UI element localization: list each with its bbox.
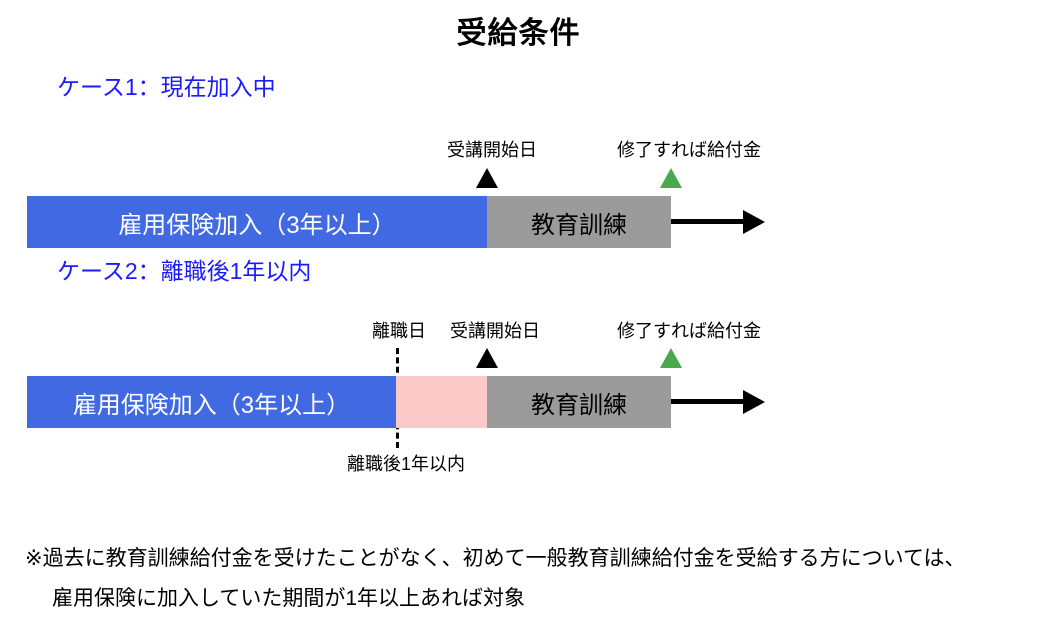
case-2-marker-label-benefit: 修了すれば給付金 — [617, 321, 761, 341]
case-2-segment-gap — [396, 376, 487, 428]
triangle-up-green-icon — [660, 168, 682, 188]
case-2-timeline-arrow-line — [671, 399, 745, 404]
case-1-marker-label-benefit: 修了すれば給付金 — [617, 140, 761, 160]
triangle-up-green-icon — [660, 348, 682, 368]
case-2-segment-training: 教育訓練 — [487, 376, 671, 428]
case-2-segment-training-label: 教育訓練 — [531, 391, 627, 419]
case-1-segment-training: 教育訓練 — [487, 196, 671, 248]
case-2-segment-insurance: 雇用保険加入（3年以上） — [27, 376, 396, 428]
case-1-segment-training-label: 教育訓練 — [531, 211, 627, 239]
case-1-segment-insurance: 雇用保険加入（3年以上） — [27, 196, 487, 248]
case-2-marker-label-start: 受講開始日 — [450, 321, 540, 341]
case-1-segment-insurance-label: 雇用保険加入（3年以上） — [118, 211, 396, 239]
case-2-marker-label-separation: 離職日 — [372, 321, 426, 341]
triangle-up-black-icon — [476, 348, 498, 368]
triangle-up-black-icon — [476, 168, 498, 188]
footnote-line-1: ※過去に教育訓練給付金を受けたことがなく、初めて一般教育訓練給付金を受給する方に… — [25, 547, 966, 570]
case-1-marker-label-start: 受講開始日 — [447, 140, 537, 160]
footnote-line-2: 雇用保険に加入していた期間が1年以上あれば対象 — [52, 587, 526, 610]
case-2-below-label: 離職後1年以内 — [347, 454, 466, 474]
case-2-heading: ケース2：離職後1年以内 — [57, 258, 312, 284]
case-1-timeline-arrow-line — [671, 219, 745, 224]
arrow-right-icon — [743, 210, 765, 234]
page-title: 受給条件 — [456, 17, 581, 50]
case-2-segment-insurance-label: 雇用保険加入（3年以上） — [72, 391, 351, 419]
arrow-right-icon — [743, 390, 765, 414]
case-1-heading: ケース1：現在加入中 — [57, 74, 276, 100]
